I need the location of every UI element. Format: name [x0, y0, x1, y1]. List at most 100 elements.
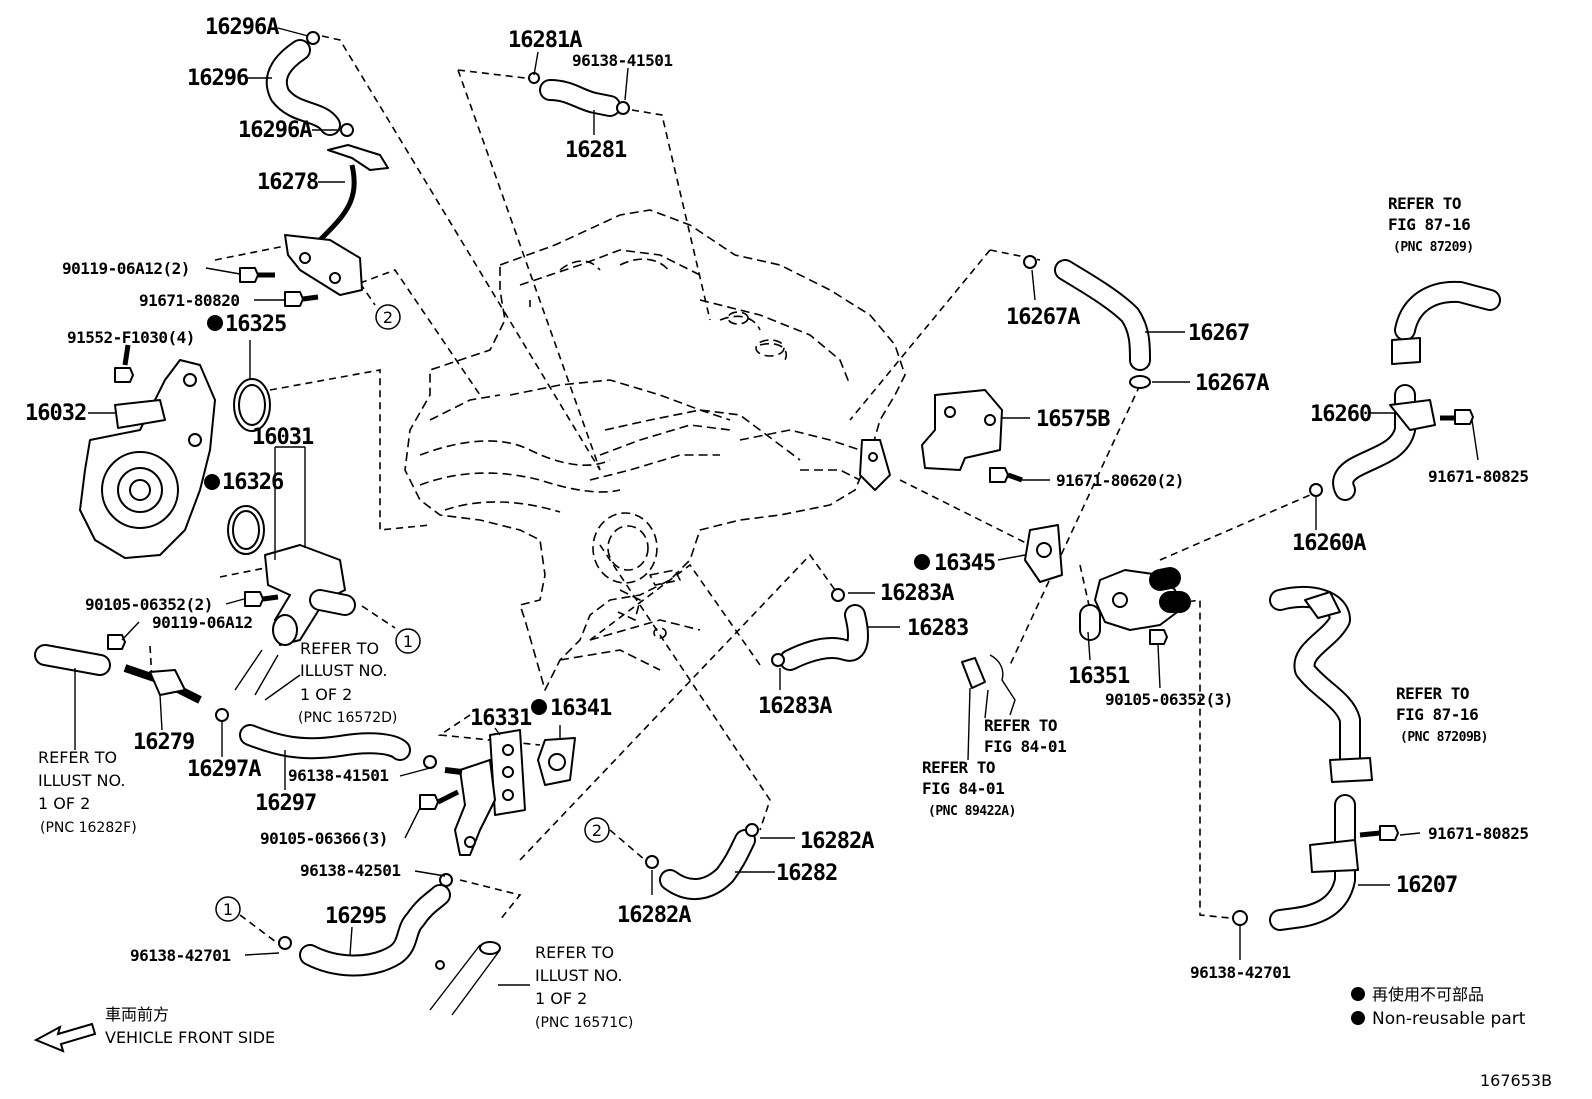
svg-text:REFER TO: REFER TO — [922, 758, 995, 777]
svg-text:REFER TO: REFER TO — [300, 639, 379, 658]
svg-text:1: 1 — [223, 900, 233, 919]
label-16207: 16207 — [1396, 873, 1457, 898]
callout-1-bottom: 1 — [215, 896, 241, 922]
svg-text:ILLUST NO.: ILLUST NO. — [38, 771, 125, 790]
label-96138-42501: 96138-42501 — [300, 861, 400, 880]
label-16267A-right: 16267A — [1195, 371, 1269, 396]
label-91671-80820: 91671-80820 — [139, 291, 239, 310]
vehicle-front-indicator: 車両前方 VEHICLE FRONT SIDE — [33, 1005, 275, 1053]
svg-text:ILLUST NO.: ILLUST NO. — [300, 661, 387, 680]
label-16279: 16279 — [133, 730, 194, 755]
svg-text:(PNC 16571C): (PNC 16571C) — [535, 1015, 633, 1031]
hose-refer-87209b — [1269, 586, 1373, 783]
label-91671-80825-bottom: 91671-80825 — [1428, 824, 1528, 843]
svg-text:FIG 87-16: FIG 87-16 — [1388, 215, 1470, 234]
label-91671-80620: 91671-80620(2) — [1056, 471, 1184, 490]
label-90105-06366: 90105-06366(3) — [260, 829, 388, 848]
hose-16281 — [528, 72, 630, 117]
figure-id: 167653B — [1480, 1071, 1552, 1090]
hose-16282 — [645, 823, 759, 901]
refer-note-fig-84-01-a: REFER TO FIG 84-01 — [984, 716, 1067, 756]
callout-1-mid: 1 — [395, 628, 421, 654]
label-96138-41501-left: 96138-41501 — [288, 766, 388, 785]
svg-text:REFER TO: REFER TO — [1396, 684, 1469, 703]
label-16282: 16282 — [776, 861, 837, 886]
label-16282A-right: 16282A — [800, 829, 874, 854]
callout-2-bottom: 2 — [584, 817, 610, 843]
label-96138-41501-top: 96138-41501 — [572, 51, 672, 70]
hose-refer-16571c — [429, 941, 530, 1016]
label-16281: 16281 — [565, 138, 627, 163]
label-96138-42701-right: 96138-42701 — [1190, 963, 1290, 982]
label-16325: 16325 — [225, 312, 286, 337]
bolt-icons — [107, 267, 1474, 841]
label-16575B: 16575B — [1036, 407, 1110, 432]
svg-text:1 OF 2: 1 OF 2 — [535, 989, 587, 1008]
dashed-leaders — [149, 35, 1311, 946]
label-16260: 16260 — [1310, 402, 1371, 427]
legend-en: Non-reusable part — [1372, 1009, 1526, 1029]
engine-outline — [404, 209, 906, 691]
solid-leaders — [88, 27, 1479, 960]
water-inlet-16351 — [1079, 567, 1191, 641]
hose-16267 — [1023, 255, 1151, 389]
label-16267: 16267 — [1188, 321, 1249, 346]
label-16267A-left: 16267A — [1006, 305, 1080, 330]
svg-text:FIG 84-01: FIG 84-01 — [922, 779, 1004, 798]
svg-text:(PNC 16572D): (PNC 16572D) — [298, 710, 397, 726]
svg-text:2: 2 — [592, 821, 602, 840]
label-16032: 16032 — [25, 401, 86, 426]
svg-text:FIG 84-01: FIG 84-01 — [984, 737, 1066, 756]
water-pump-16032 — [79, 359, 216, 559]
svg-text:REFER TO: REFER TO — [1388, 194, 1461, 213]
label-16297A: 16297A — [187, 757, 261, 782]
refer-note-16282f: REFER TO ILLUST NO. 1 OF 2 (PNC 16282F) — [38, 748, 137, 836]
label-16283A-top: 16283A — [880, 581, 954, 606]
label-90119-06A12: 90119-06A12 — [152, 613, 252, 632]
svg-text:ILLUST NO.: ILLUST NO. — [535, 966, 622, 985]
label-16282A-bottom: 16282A — [617, 903, 691, 928]
hose-16295 — [278, 873, 453, 977]
refer-note-16571c: REFER TO ILLUST NO. 1 OF 2 (PNC 16571C) — [535, 943, 633, 1031]
pipe-16207 — [1232, 794, 1359, 931]
legend-jp: 再使用不可部品 — [1372, 985, 1484, 1004]
hose-16297 — [215, 708, 437, 769]
hose-refer-87209 — [1391, 280, 1501, 365]
label-91552-F1030: 91552-F1030(4) — [67, 328, 195, 347]
label-96138-42701-left: 96138-42701 — [130, 946, 230, 965]
svg-text:REFER TO: REFER TO — [535, 943, 614, 962]
svg-text:(PNC 89422A): (PNC 89422A) — [928, 804, 1016, 819]
hose-16296 — [265, 31, 354, 137]
hose-left-refer — [34, 644, 111, 750]
svg-text:1 OF 2: 1 OF 2 — [300, 685, 352, 704]
label-16297: 16297 — [255, 791, 316, 816]
front-arrow-icon — [33, 1022, 97, 1053]
label-16260A: 16260A — [1292, 531, 1366, 556]
refer-note-fig-84-01-b: REFER TO FIG 84-01 (PNC 89422A) — [922, 758, 1016, 819]
label-16278: 16278 — [257, 170, 318, 195]
hose-16283 — [771, 588, 869, 671]
refer-note-fig-87-16-a: REFER TO FIG 87-16 (PNC 87209) — [1388, 194, 1474, 255]
callout-2-top: 2 — [375, 304, 401, 330]
svg-text:FIG 87-16: FIG 87-16 — [1396, 705, 1478, 724]
svg-text:REFER TO: REFER TO — [38, 748, 117, 767]
svg-text:1 OF 2: 1 OF 2 — [38, 794, 90, 813]
water-outlet-16331 — [444, 729, 526, 856]
svg-text:車両前方: 車両前方 — [105, 1005, 169, 1024]
svg-text:(PNC 16282F): (PNC 16282F) — [40, 820, 137, 836]
water-inlet-16031 — [264, 544, 356, 646]
label-90105-06352-2: 90105-06352(2) — [85, 595, 213, 614]
label-90119-06A12-2: 90119-06A12(2) — [62, 259, 190, 278]
svg-text:(PNC 87209): (PNC 87209) — [1393, 240, 1474, 255]
sensor-refer-fig-84-01 — [961, 654, 1016, 761]
gaskets — [227, 378, 1063, 786]
non-reusable-markers — [204, 315, 930, 715]
svg-text:1: 1 — [403, 632, 413, 651]
pipe-16279 — [123, 664, 202, 704]
label-16326: 16326 — [222, 470, 284, 495]
refer-note-16572d: REFER TO ILLUST NO. 1 OF 2 (PNC 16572D) — [298, 639, 397, 726]
label-16031: 16031 — [252, 425, 314, 450]
label-16351: 16351 — [1068, 664, 1130, 689]
pipe-16278 — [284, 144, 389, 296]
